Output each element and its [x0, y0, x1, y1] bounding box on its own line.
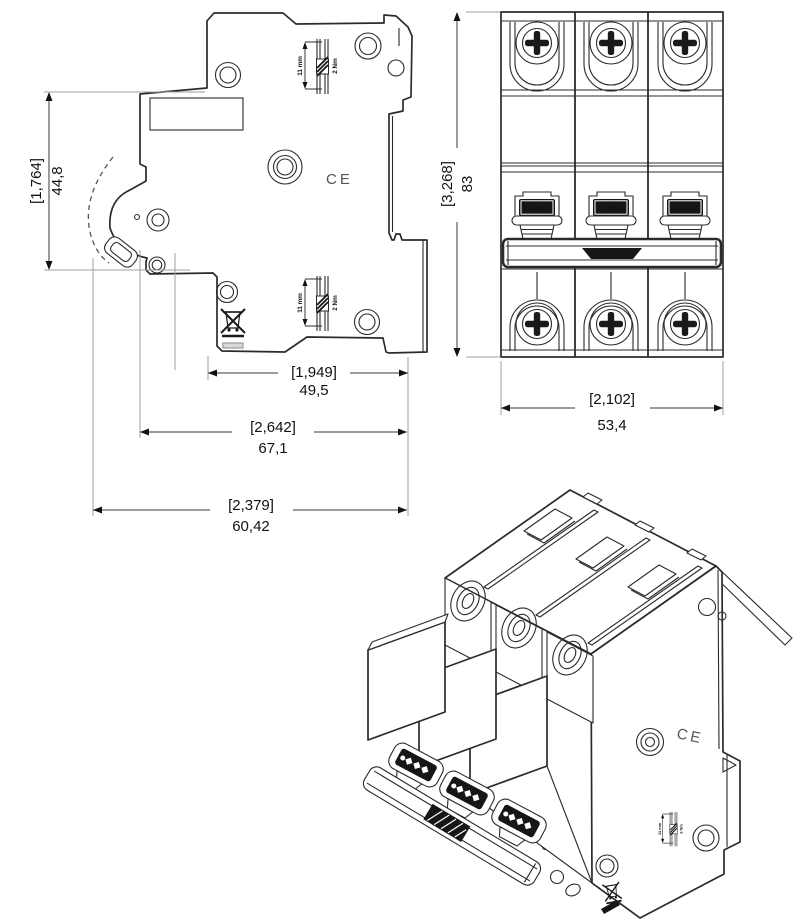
dim-front-height-mm: 83: [459, 176, 476, 193]
dim-front-height: [3,268] 83: [439, 11, 500, 358]
dim-side-width-body: [1,949] 49,5: [174, 253, 409, 516]
dim-side-width-overall: [2,379] 60,42: [92, 258, 407, 535]
dim-side-width-overall-inches: [2,379]: [228, 497, 274, 514]
iso-toggle-bar: [362, 766, 542, 886]
dim-side-width-overall-mm: 60,42: [232, 518, 270, 535]
isometric-view: CE: [362, 489, 793, 919]
dim-front-width: [2,102] 53,4: [500, 361, 724, 434]
toggle-swing-arc: [87, 156, 114, 264]
toggle-off-label: O-OFF: [524, 204, 550, 214]
dim-side-width-total-inches: [2,642]: [250, 419, 296, 436]
iso-busbar-windows: [523, 508, 680, 600]
toggle-off-label: O-OFF: [598, 204, 624, 214]
housing-rivets: [133, 32, 405, 336]
ce-mark: CE: [326, 171, 353, 188]
dim-side-width-total: [2,642] 67,1: [139, 250, 407, 457]
dim-front-height-inches: [3,268]: [439, 161, 456, 207]
dim-side-height-inches: [1,764]: [28, 158, 45, 204]
dim-front-width-inches: [2,102]: [589, 391, 635, 408]
housing-recess: [149, 97, 244, 131]
housing-slot: [222, 342, 244, 349]
dim-front-width-mm: 53,4: [597, 417, 626, 434]
dim-side-width-body-mm: 49,5: [299, 382, 328, 399]
iso-side-face: [590, 565, 741, 919]
ce-mark: CE: [675, 725, 705, 747]
toggle-off-label: O-OFF: [672, 204, 698, 214]
iso-din-flange-top: [713, 567, 793, 646]
iso-terminal-faces: [444, 577, 594, 724]
iso-front-panels: [367, 613, 548, 795]
breaker-side-outline: [109, 12, 428, 354]
dim-side-width-total-mm: 67,1: [258, 440, 287, 457]
toggle-bar: [501, 237, 723, 269]
dim-side-height-mm: 44,8: [49, 166, 66, 195]
toggle-lever: [104, 236, 138, 268]
dim-side-height: [1,764] 44,8: [28, 91, 205, 271]
iso-terminal-clamps: [388, 742, 547, 847]
dim-side-width-body-inches: [1,949]: [291, 364, 337, 381]
front-view: O-OFF O-OFF O-OFF [3,268] 83: [439, 11, 724, 434]
side-view: CE [1,764] 44,8 [1,949] 49,5: [28, 12, 428, 535]
